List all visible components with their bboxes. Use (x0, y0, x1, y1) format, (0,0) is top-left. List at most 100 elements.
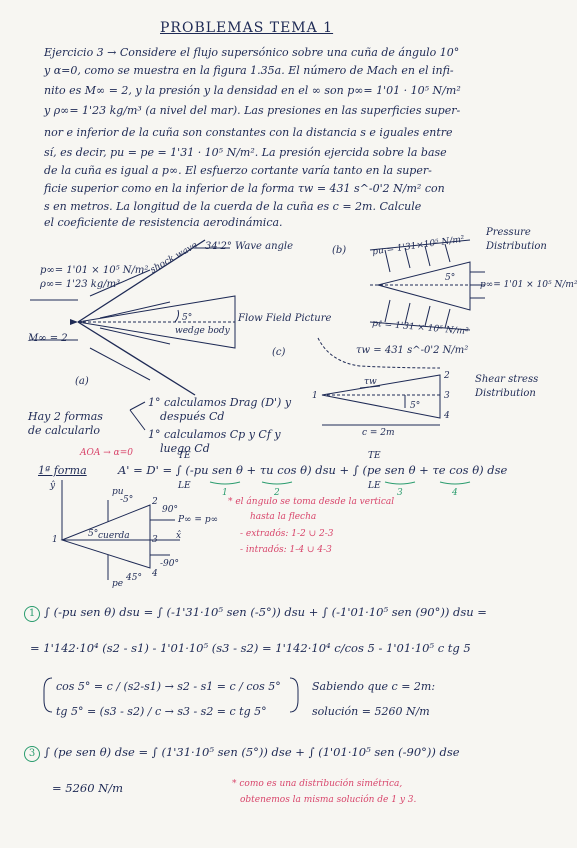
forma1-te-2: TE (368, 451, 381, 461)
fig-b-label: (b) (332, 245, 347, 256)
fig-a-rhoinf: ρ∞= 1'23 kg/m³ (40, 279, 121, 290)
diag-mninety: -90° (160, 559, 179, 569)
brace-idx-2 (261, 481, 293, 485)
diag-m5: -5° (120, 495, 134, 505)
flow-line-3 (99, 327, 171, 345)
fig-c-tau: τw = 431 s^-0'2 N/m² (356, 345, 469, 356)
angle-arc-a (174, 309, 180, 323)
calc3-eq: ∫ (pe sen θ) dse = ∫ (1'31·10⁵ sen (5°))… (44, 745, 460, 759)
methods-brace (129, 401, 146, 431)
intro-line-3: nito es M∞ = 2, y la presión y la densid… (44, 84, 461, 97)
fig-c-n3: 3 (444, 391, 450, 401)
pu-arrow-3 (424, 245, 431, 267)
intro-line-6: sí, es decir, pu = pe = 1'31 · 10⁵ N/m².… (44, 146, 447, 159)
brace-idx-1 (209, 481, 241, 485)
forma1-label: 1ª forma (38, 464, 87, 477)
forma1-te-1: TE (178, 451, 191, 461)
diag-y: ŷ (50, 481, 56, 491)
method-1a: 1° calculamos Drag (D') y (148, 396, 292, 409)
pl-line (369, 321, 471, 331)
tau-curve (317, 337, 441, 369)
pu-arrow-2 (404, 247, 411, 269)
methods-intro-2: de calcularlo (28, 424, 101, 437)
fig-a-five: 5° (182, 313, 193, 323)
diag-pe: pe (112, 579, 124, 589)
intro-line-2: y α=0, como se muestra en la figura 1.35… (44, 64, 454, 77)
wedge-b (376, 261, 471, 311)
fig-c-tw: τw (364, 377, 377, 387)
calc1-line-1: 1∫ (-pu sen θ) dsu = ∫ (-1'31·10⁵ sen (-… (24, 606, 487, 622)
fig-a-mach: M∞ = 2 (28, 333, 68, 344)
pu-arrow-4 (444, 243, 451, 263)
pl-arrow-4 (444, 308, 451, 329)
page-title: PROBLEMAS TEMA 1 (160, 20, 334, 36)
system-eq-2: tg 5° = (s3 - s2) / c → s3 - s2 = c tg 5… (56, 705, 267, 718)
diag-n3: 3 (152, 535, 158, 545)
fig-c-shear2: Distribution (475, 388, 536, 399)
diag-n4: 4 (152, 569, 158, 579)
calc3-badge: 3 (24, 746, 40, 762)
forma1-note-3: - extradós: 1-2 ∪ 2-3 (240, 529, 334, 539)
brace-idx-4 (439, 481, 471, 485)
forma1-idx-3: 3 (397, 488, 403, 498)
flow-line-2 (99, 301, 171, 319)
knowing-c: Sabiendo que c = 2m: (312, 680, 436, 693)
forma1-le-2: LE (368, 481, 381, 491)
intro-line-8: ficie superior como en la inferior de la… (44, 182, 445, 195)
forma1-le-1: LE (178, 481, 191, 491)
aoa-note: AOA → α=0 (80, 448, 133, 458)
system-brace-right (289, 677, 299, 713)
system-eq-1: cos 5° = c / (s2-s1) → s2 - s1 = c / cos… (56, 680, 281, 693)
solution: solución = 5260 N/m (312, 705, 430, 718)
fig-c-chord: c = 2m (362, 428, 395, 438)
shock-wave-lower (77, 321, 196, 396)
wedge-shape (77, 295, 236, 349)
wedge-diagram (60, 504, 151, 569)
calc3-line-1: 3 ∫ (pe sen θ) dse = ∫ (1'31·10⁵ sen (5°)… (24, 746, 460, 762)
diag-45: 45° (126, 573, 142, 583)
fig-a-label: (a) (75, 376, 89, 387)
calc1-badge: 1 (24, 606, 40, 622)
fig-b-distribution: Distribution (486, 241, 547, 252)
arrowhead-a (70, 319, 78, 325)
intro-line-10: el coeficiente de resistencia aerodinámi… (44, 216, 283, 229)
intro-line-9: s en metros. La longitud de la cuerda de… (44, 200, 422, 213)
fig-a-pinf: p∞= 1'01 × 10⁵ N/m² (40, 265, 149, 276)
diag-ninety: 90° (162, 505, 178, 515)
diag-pu: pu (112, 487, 124, 497)
diag-cuerda: cuerda (98, 531, 130, 541)
fig-c-n2: 2 (444, 371, 450, 381)
fig-b-pressure: Pressure (486, 227, 531, 238)
pl-arrow-2 (404, 302, 411, 325)
diag-n2: 2 (152, 497, 158, 507)
tau-arrow (359, 385, 381, 389)
diag-x: x̂ (176, 531, 182, 541)
forma1-equation: A' = D' = ∫ (-pu sen θ + τu cos θ) dsu +… (118, 463, 508, 477)
diag-five: 5° (88, 529, 99, 539)
forma1-note-4: - intradós: 1-4 ∪ 4-3 (240, 545, 332, 555)
flow-field-label: Flow Field Picture (238, 313, 332, 324)
flow-line-4 (89, 347, 151, 381)
forma1-idx-2: 2 (274, 488, 280, 498)
fig-b-five: 5° (445, 273, 456, 283)
wedge-c (321, 374, 441, 419)
system-brace-left (43, 677, 53, 713)
fig-b-pinf: p∞= 1'01 × 10⁵ N/m² (480, 280, 577, 290)
brace-idx-3 (384, 481, 416, 485)
diag-n1: 1 (52, 535, 58, 545)
forma1-idx-4: 4 (452, 488, 458, 498)
forma1-note-2: hasta la flecha (250, 512, 317, 522)
flow-line-1 (89, 269, 151, 297)
intro-line-7: de la cuña es igual a p∞. El esfuerzo co… (44, 164, 432, 177)
intro-line-5: nor e inferior de la cuña son constantes… (44, 126, 453, 139)
pl-arrow-1 (384, 299, 391, 323)
pl-arrow-3 (424, 305, 431, 327)
pu-arrow-1 (384, 249, 391, 273)
forma1-note-1: * el ángulo se toma desde la vertical (228, 497, 395, 507)
forma1-idx-1: 1 (222, 488, 228, 498)
symmetry-note-1: * como es una distribución simétrica, (232, 779, 403, 789)
fig-c-label: (c) (272, 347, 286, 358)
fig-c-n1: 1 (312, 391, 318, 401)
symmetry-note-2: obtenemos la misma solución de 1 y 3. (240, 795, 417, 805)
